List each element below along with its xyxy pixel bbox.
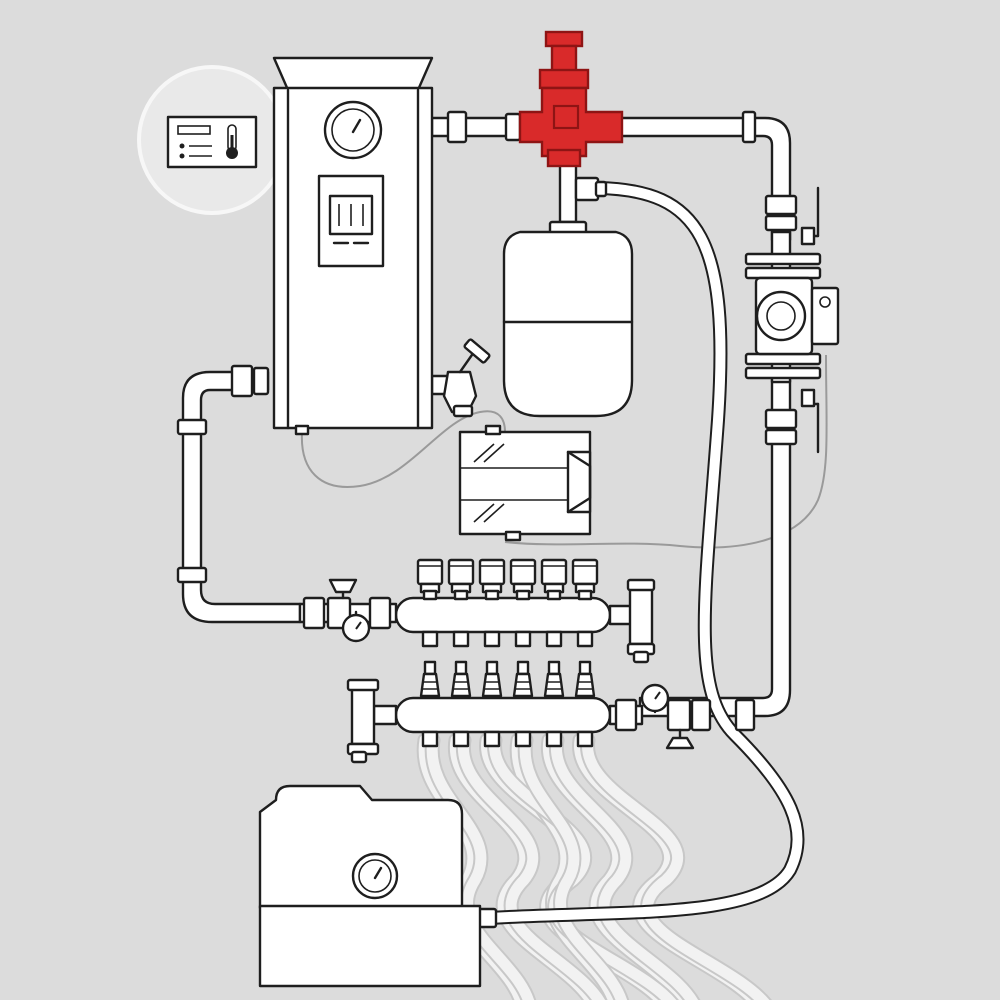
return-inlet-port [421,730,439,748]
boiler-sensor-port [294,424,310,436]
pressure-gauge-icon [640,683,670,713]
return-flow-meter [574,660,596,698]
ball-valve [666,698,692,732]
return-inlet-port [483,730,501,748]
floor-heating-manifold [298,558,756,764]
pump-flange [744,366,822,380]
union-nut [764,408,798,430]
union-nut [302,596,326,630]
return-inlet-port [545,730,563,748]
air-separator [518,30,624,168]
return-flow-meter [543,660,565,698]
return-flow-meter [450,660,472,698]
union-nut [176,566,208,584]
supply-outlet-port [452,630,470,648]
supply-valve-actuator [416,558,444,601]
air-separator-body [518,86,624,158]
supply-outlet-port [576,630,594,648]
union-nut [690,698,712,732]
thermostat-indicator [179,143,185,149]
expansion-tank-body [502,230,634,418]
storage-tank [458,424,592,542]
manifold-air-vent [350,686,376,746]
flexible-hoses [483,181,805,925]
thermostat-badge [137,65,287,215]
floor-loop-pipe [424,732,537,1000]
water-heater [258,784,482,988]
supply-valve-actuator [540,558,568,601]
air-vent-cap [544,30,584,48]
pump-motor [755,290,807,342]
union-nut [764,214,798,232]
pipe-fittings [176,110,798,929]
pressure-gauge-icon [351,852,399,900]
return-inlet-port [514,730,532,748]
thermostat-indicator [179,153,185,159]
return-flow-meter [419,660,441,698]
floor-loop-pipe [548,732,701,1000]
electric-boiler [272,56,434,436]
circulation-pump-group [744,186,840,454]
pressure-gauge-icon [323,100,383,160]
expansion-tank [502,220,634,418]
union-nut [504,112,522,142]
pump-flange [744,266,822,280]
union-nut [741,110,757,144]
union-nut [614,698,638,732]
union-nut [764,194,798,216]
return-inlet-port [452,730,470,748]
union-nut [230,364,254,398]
return-flow-meter [481,660,503,698]
manifold-supply-bar [394,596,612,634]
pump-flange [744,352,822,366]
supply-valve-actuator [478,558,506,601]
thermostat-display [177,125,211,135]
floor-loop-pipe [517,732,630,1000]
supply-outlet-port [545,630,563,648]
supply-valve-actuator [571,558,599,601]
valve-handle-icon [328,578,358,594]
sensor-wires [300,354,828,549]
pump-flange [744,252,822,266]
supply-outlet-port [483,630,501,648]
supply-valve-actuator [509,558,537,601]
floor-loop-pipe [455,732,608,1000]
water-heater-base [258,904,482,988]
thermometer-icon [226,124,238,159]
union-nut [764,428,798,446]
supply-outlet-port [514,630,532,648]
manifold-return-bar [394,696,612,734]
floor-loop-pipe [580,732,772,1000]
air-separator-outlet [546,148,582,168]
union-nut [734,698,756,732]
return-flow-meter [512,660,534,698]
hose-fitting [594,180,608,198]
union-nut [176,418,208,436]
return-inlet-port [576,730,594,748]
union-nut [252,366,270,396]
thermostat-icon [166,115,258,169]
union-nut [446,110,468,144]
floor-heating-loops [416,732,772,1000]
drain-valve [442,338,491,418]
hose-fitting [574,176,600,202]
air-vent-nut [538,68,590,90]
pump-terminal-box [810,286,840,346]
valve-handle-icon [665,736,695,750]
supply-valve-actuator [447,558,475,601]
manifold-air-vent [628,586,654,646]
boiler-top [272,56,434,92]
manifold-end-cap [372,704,398,726]
pressure-gauge-icon [341,613,371,643]
manifold-end-cap [608,604,634,626]
air-vent-stem [550,44,578,74]
valve-handle-icon [463,338,491,364]
supply-outlet-port [421,630,439,648]
pipe-supply-top [618,116,792,242]
water-heater-top [258,784,464,910]
union-nut [368,596,392,630]
